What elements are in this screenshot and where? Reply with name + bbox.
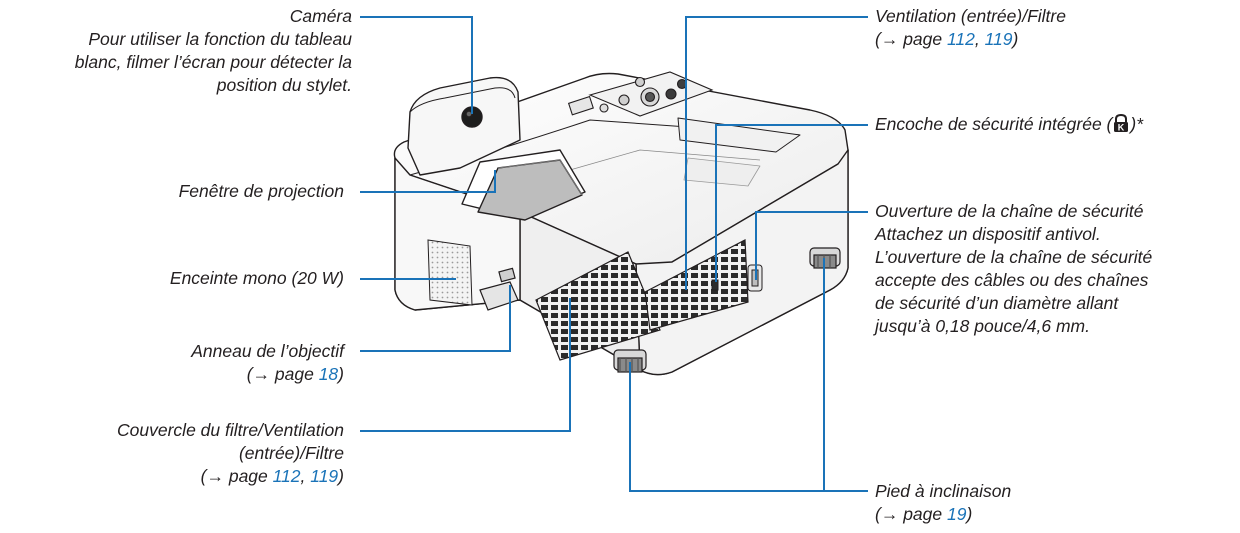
tilt-foot-page-link[interactable]: 19 [946, 504, 967, 524]
label-filter-cover: Couvercle du filtre/Ventilation (entrée)… [117, 419, 344, 488]
label-lens-ring: Anneau de l’objectif (→ page 18) [191, 340, 344, 386]
security-slot-suffix: )* [1130, 114, 1144, 134]
leader-tilt-foot [629, 362, 868, 492]
control-panel [567, 71, 714, 117]
filter-cover-page-link-2[interactable]: 119 [310, 466, 339, 486]
vent-filter-ref-prefix: (→ page [875, 29, 947, 49]
label-security-slot: Encoche de sécurité intégrée ( K )* [875, 113, 1143, 139]
lens-ring-ref-suffix: ) [338, 364, 344, 384]
tilt-foot-ref-prefix: (→ page [875, 504, 947, 524]
side-vent [644, 239, 749, 331]
lens-ring-page-link[interactable]: 18 [318, 364, 339, 384]
leader-projection-window [360, 170, 496, 193]
leader-vent-filter [685, 16, 868, 290]
leader-security-slot [715, 124, 868, 282]
projection-window [461, 149, 586, 221]
camera-desc-line-2: blanc, filmer l’écran pour détecter la [74, 52, 352, 72]
speaker-grill [427, 239, 473, 306]
filter-cover-ref-prefix: (→ page [200, 466, 273, 486]
lens-ring-ref: (→ page 18) [191, 363, 344, 386]
filter-cover-vent [535, 251, 661, 361]
lens-ring-title: Anneau de l’objectif [191, 341, 344, 361]
leader-lens-ring [360, 285, 511, 352]
filter-cover-page-link-1[interactable]: 112 [272, 466, 301, 486]
label-tilt-foot: Pied à inclinaison (→ page 19) [875, 480, 1011, 526]
vent-filter-page-link-2[interactable]: 119 [984, 29, 1013, 49]
lens-ring-ref-prefix: (→ page [246, 364, 319, 384]
filter-cover-ref: (→ page 112, 119) [117, 465, 344, 488]
filter-cover-ref-suffix: ) [338, 466, 344, 486]
lens-ring [479, 267, 519, 311]
label-security-chain: Ouverture de la chaîne de sécurité Attac… [875, 200, 1152, 338]
kensington-lock-icon: K [1112, 113, 1130, 139]
leader-filter-cover [360, 298, 571, 432]
vent-filter-ref-suffix: ) [1012, 29, 1019, 49]
security-chain-line-2: Attachez un dispositif antivol. [875, 224, 1101, 244]
svg-text:K: K [1118, 123, 1125, 133]
filter-cover-line-1: Couvercle du filtre/Ventilation [117, 420, 344, 440]
camera-title: Caméra [289, 6, 352, 26]
leader-lines [360, 16, 868, 492]
camera-desc-line-3: position du stylet. [216, 75, 352, 95]
camera-desc-line-1: Pour utiliser la fonction du tableau [88, 29, 352, 49]
security-chain-line-6: jusqu’à 0,18 pouce/4,6 mm. [875, 316, 1090, 336]
security-chain-line-5: de sécurité d’un diamètre allant [875, 293, 1119, 313]
vent-filter-ref: (→ page 112, 119) [875, 28, 1066, 51]
security-chain-line-1: Ouverture de la chaîne de sécurité [875, 201, 1144, 221]
tilt-foot-ref: (→ page 19) [875, 503, 1011, 526]
vent-filter-ref-sep: , [974, 29, 985, 49]
tilt-foot-title: Pied à inclinaison [875, 481, 1012, 501]
vent-filter-page-link-1[interactable]: 112 [946, 29, 975, 49]
security-chain-line-3: L’ouverture de la chaîne de sécurité [875, 247, 1153, 267]
security-chain-line-4: accepte des câbles ou des chaînes [875, 270, 1149, 290]
speaker-title: Enceinte mono (20 W) [169, 268, 344, 288]
leader-camera [360, 16, 473, 114]
tilt-foot-ref-suffix: ) [966, 504, 973, 524]
projection-window-title: Fenêtre de projection [178, 181, 344, 201]
filter-cover-line-2: (entrée)/Filtre [238, 443, 344, 463]
label-vent-filter: Ventilation (entrée)/Filtre (→ page 112,… [875, 5, 1066, 51]
label-speaker: Enceinte mono (20 W) [170, 267, 344, 290]
leader-security-chain [755, 211, 868, 280]
vent-filter-title: Ventilation (entrée)/Filtre [875, 6, 1066, 26]
security-slot-prefix: Encoche de sécurité intégrée ( [875, 114, 1113, 134]
label-projection-window: Fenêtre de projection [179, 180, 344, 203]
filter-cover-ref-sep: , [300, 466, 311, 486]
camera-housing [407, 76, 521, 176]
label-camera: Caméra Pour utiliser la fonction du tabl… [75, 5, 352, 97]
